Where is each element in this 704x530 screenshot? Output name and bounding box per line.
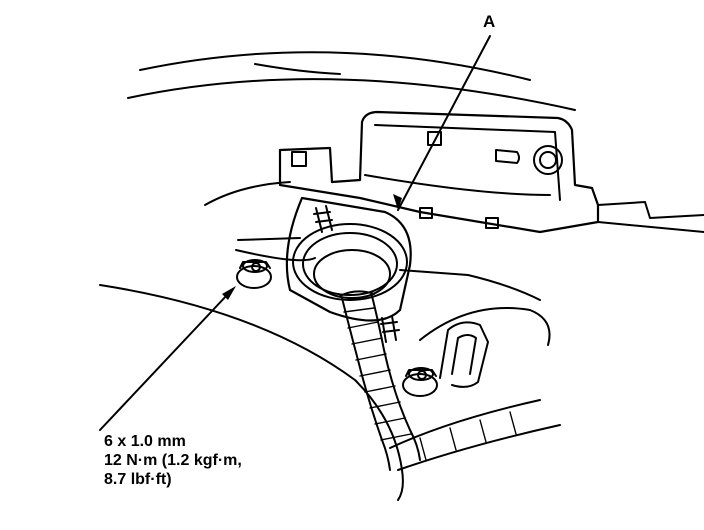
- stud-bolt-upper: [313, 205, 333, 233]
- loop-connector-inner: [451, 334, 477, 375]
- bracket-inner-edge: [374, 124, 561, 201]
- floor-contour-upper: [237, 237, 301, 241]
- arrow-a-head: [393, 194, 402, 210]
- bracket-arm-lower: [597, 221, 704, 233]
- harness-wrap: [343, 307, 412, 441]
- leader-a: [397, 35, 491, 211]
- bracket-slot-4: [419, 207, 433, 219]
- bolt-size-text: 6 x 1.0 mm: [104, 433, 186, 450]
- bracket-grommet-inner: [539, 151, 557, 169]
- arrow-torque-head: [222, 286, 236, 300]
- harness-edge-right: [371, 295, 421, 461]
- bracket-slot-1: [291, 151, 307, 167]
- callout-label-a: A: [483, 12, 496, 31]
- flange-plate: [285, 196, 412, 322]
- body-panel-lower-line: [127, 78, 576, 111]
- harness-branch-upper: [389, 399, 541, 449]
- body-panel-upper-line: [139, 51, 531, 81]
- harness-branch-wrap: [419, 411, 517, 461]
- torque-spec: 6 x 1.0 mm 12 N·m (1.2 kgf·m, 8.7 lbf·ft…: [104, 432, 242, 489]
- bracket-slot-3: [495, 149, 520, 164]
- loop-connector: [439, 321, 489, 388]
- bracket-grommet-outer: [533, 145, 563, 175]
- bracket-step: [364, 174, 551, 196]
- stud-bolt-lower: [380, 315, 400, 343]
- floor-contour-mid: [399, 269, 541, 301]
- bracket-slot-5: [485, 217, 499, 229]
- grommet-a-inner: [313, 249, 391, 299]
- body-panel-inner-line: [254, 63, 341, 75]
- bracket-arm-upper: [597, 201, 704, 219]
- harness-branch-lower: [397, 424, 561, 471]
- grommet-a-ring: [302, 232, 398, 296]
- bracket-outline: [278, 110, 600, 234]
- torque-text-line2: 8.7 lbf·ft): [104, 471, 172, 488]
- floor-contour-right: [419, 307, 551, 346]
- leader-torque: [99, 293, 229, 431]
- bracket-slot-2: [427, 131, 442, 146]
- flange-nut-lower: [402, 367, 438, 397]
- floor-contour-long: [99, 284, 404, 501]
- harness-end-clip: [339, 290, 375, 297]
- flange-nut-left: [236, 259, 272, 289]
- harness-edge-left: [341, 297, 391, 471]
- floor-contour-left: [204, 181, 291, 206]
- torque-text-line1: 12 N·m (1.2 kgf·m,: [104, 452, 242, 469]
- grommet-a-outer: [292, 223, 408, 301]
